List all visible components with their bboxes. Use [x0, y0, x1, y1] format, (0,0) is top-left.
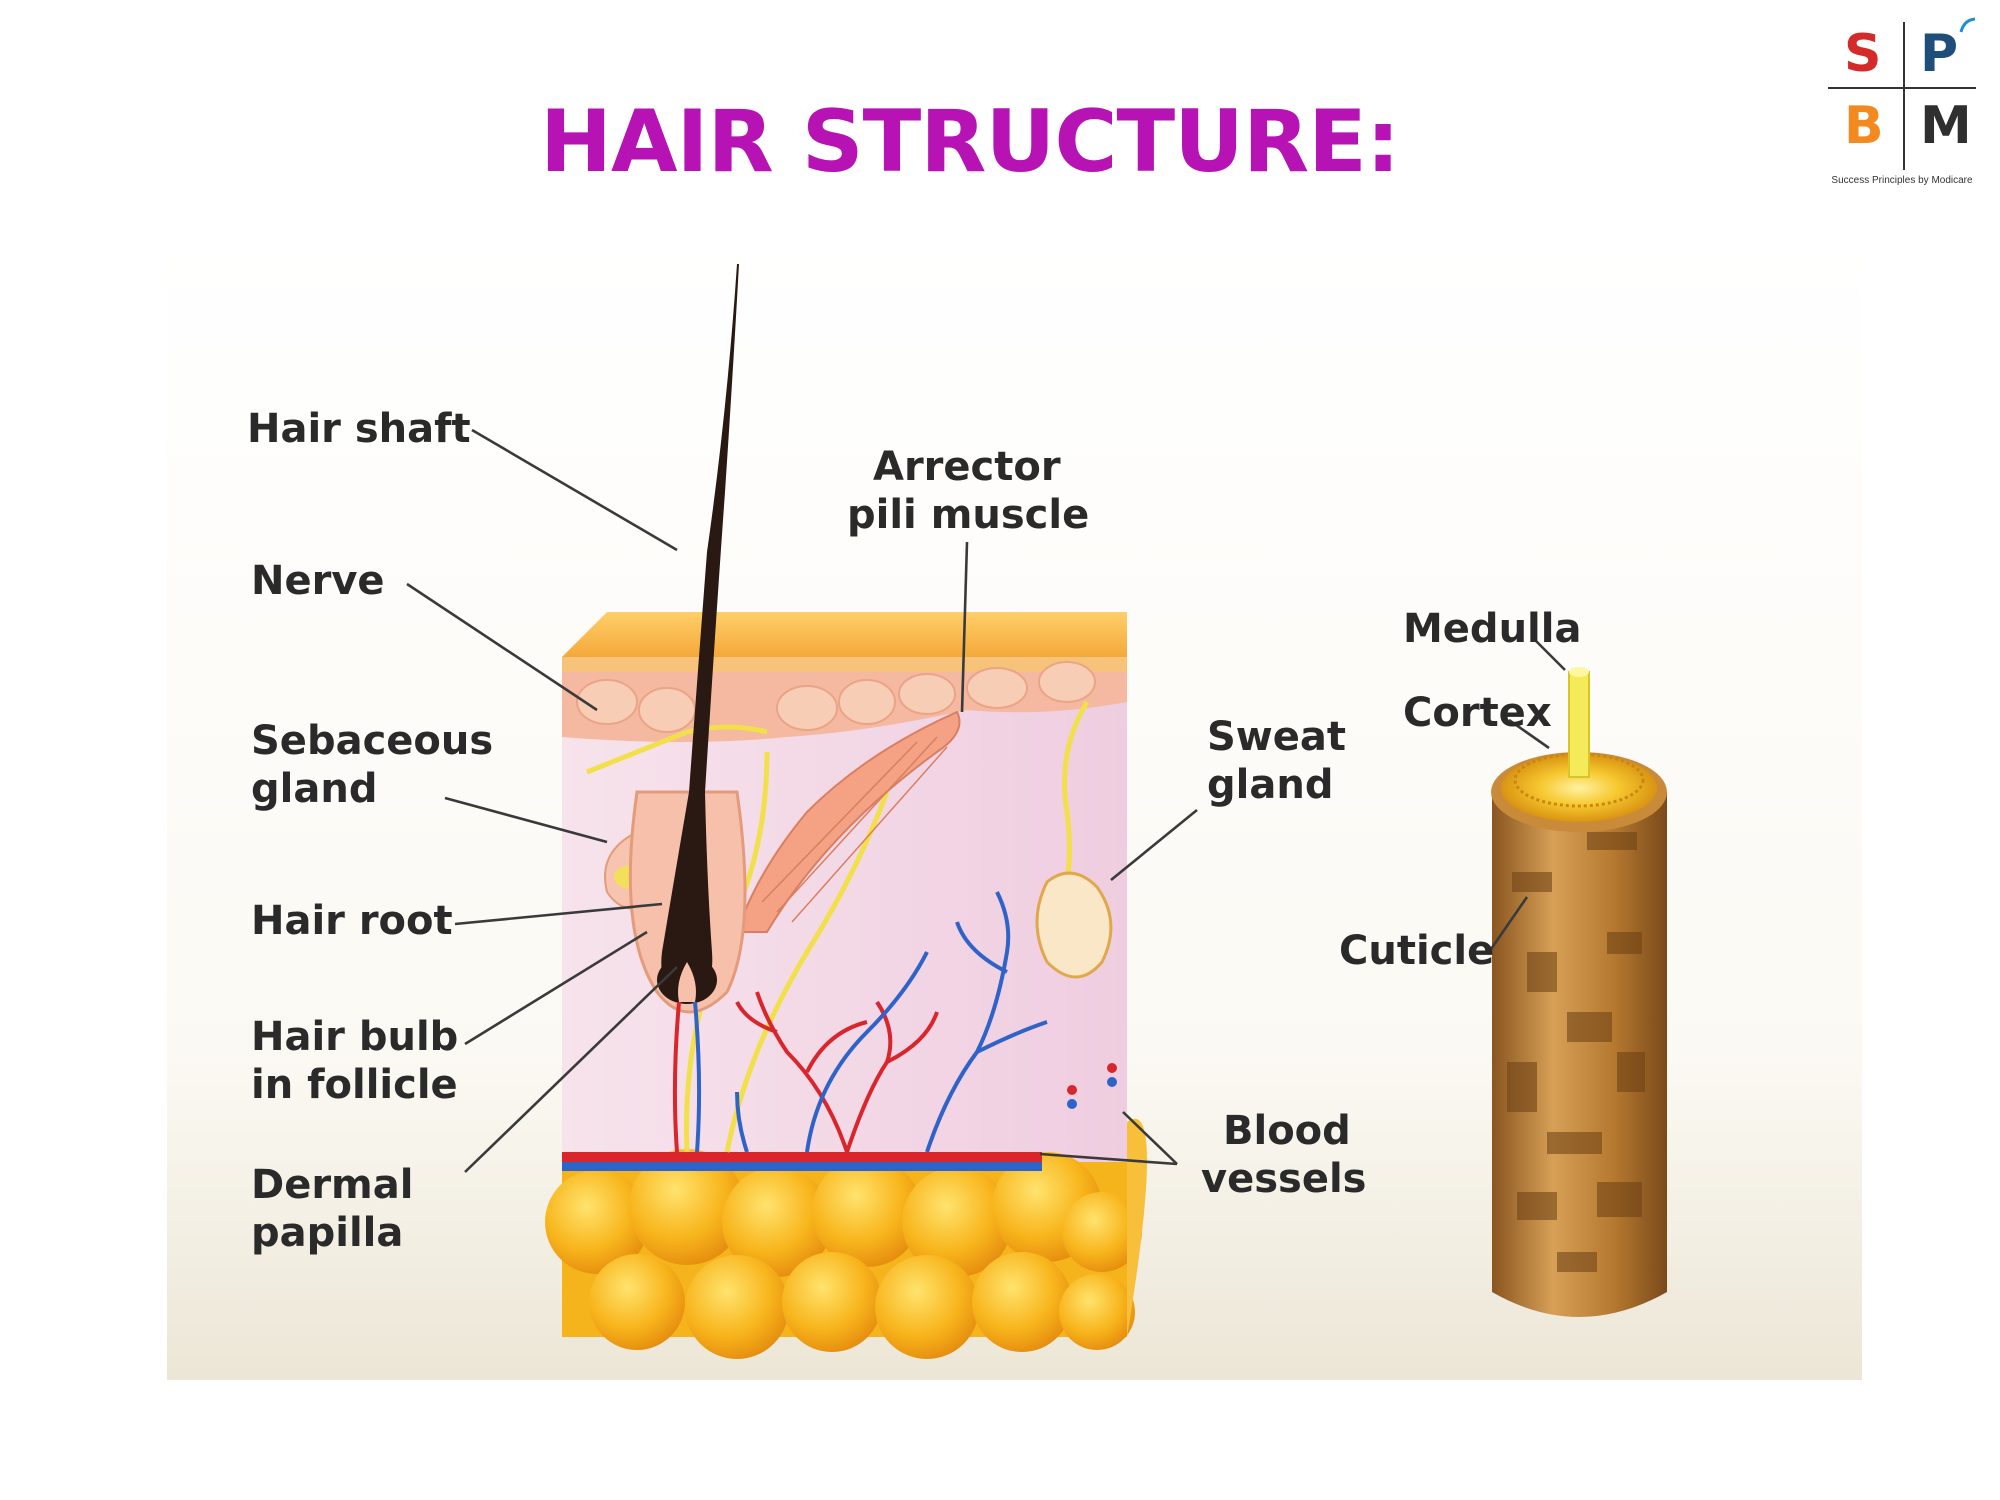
label-arrector-line2: pili muscle: [847, 492, 1089, 538]
papillary-bumps: [576, 661, 1096, 733]
hair-structure-diagram: Hair shaft Nerve Sebaceous gland Hair ro…: [167, 232, 1862, 1380]
logo-tagline: Success Principles by Modicare: [1831, 175, 1973, 186]
label-dermal-papilla-line1: Dermal: [251, 1162, 413, 1208]
vein-band: [562, 1162, 1042, 1171]
sweat-gland: [1035, 871, 1113, 979]
label-sebaceous-line1: Sebaceous: [251, 718, 493, 764]
hair-strand-cylinder: [1491, 667, 1667, 1317]
logo-letter-s: S: [1844, 24, 1882, 84]
capillaries-arterial: [735, 991, 939, 1153]
label-hair-bulb-line1: Hair bulb: [251, 1014, 458, 1060]
papilla-vein: [693, 1001, 702, 1153]
cortex-layer: [1501, 754, 1657, 822]
cortex-fibers: [1513, 752, 1645, 808]
label-arrector-line1: Arrector: [873, 444, 1061, 490]
logo-swoosh-icon: [1959, 17, 1976, 33]
label-hair-root: Hair root: [251, 898, 453, 944]
label-nerve: Nerve: [251, 558, 385, 604]
logo-letter-b: B: [1844, 96, 1884, 156]
label-blood-vessels-line2: vessels: [1201, 1156, 1366, 1202]
label-hair-bulb-line2: in follicle: [251, 1062, 458, 1108]
label-blood-vessels-line1: Blood: [1223, 1108, 1351, 1154]
leader-lines: [406, 428, 1566, 1173]
logo-divider-vertical: [1903, 22, 1905, 170]
dermal-papilla: [678, 962, 696, 1002]
fat-side-bulge: [1127, 1118, 1147, 1337]
muscle-striations: [761, 736, 948, 923]
label-medulla: Medulla: [1403, 606, 1581, 652]
cuticle-texture: [1507, 832, 1645, 1272]
label-sebaceous-line2: gland: [251, 766, 377, 812]
skin-block: [545, 264, 1147, 1359]
label-sweat-line2: gland: [1207, 762, 1333, 808]
fat-cells: [545, 1149, 1142, 1359]
medulla-core: [1568, 671, 1590, 778]
slide-title: HAIR STRUCTURE:: [540, 92, 1400, 192]
stratum-corneum: [562, 657, 1127, 672]
vessel-markers: [1067, 1063, 1117, 1109]
label-dermal-papilla-line2: papilla: [251, 1210, 403, 1256]
logo-letter-p: P: [1920, 24, 1959, 84]
spbm-logo: S P B M Success Principles by Modicare: [1820, 12, 1980, 192]
logo-letter-m: M: [1920, 96, 1972, 156]
papilla-artery: [672, 1001, 681, 1153]
artery-band: [562, 1152, 1042, 1162]
label-cuticle: Cuticle: [1339, 928, 1494, 974]
arrector-pili-muscle: [735, 710, 961, 933]
capillaries-venous: [735, 891, 1048, 1153]
epidermis-top-face: [562, 612, 1127, 657]
sweat-duct: [1062, 700, 1090, 883]
hair-shaft: [661, 264, 739, 1000]
label-cortex: Cortex: [1403, 690, 1552, 736]
medulla-top: [1569, 667, 1589, 677]
label-sweat-line1: Sweat: [1207, 714, 1346, 760]
logo-divider-horizontal: [1828, 87, 1976, 89]
diagram-labels: Hair shaft Nerve Sebaceous gland Hair ro…: [247, 406, 1581, 1256]
label-hair-shaft: Hair shaft: [247, 406, 471, 452]
